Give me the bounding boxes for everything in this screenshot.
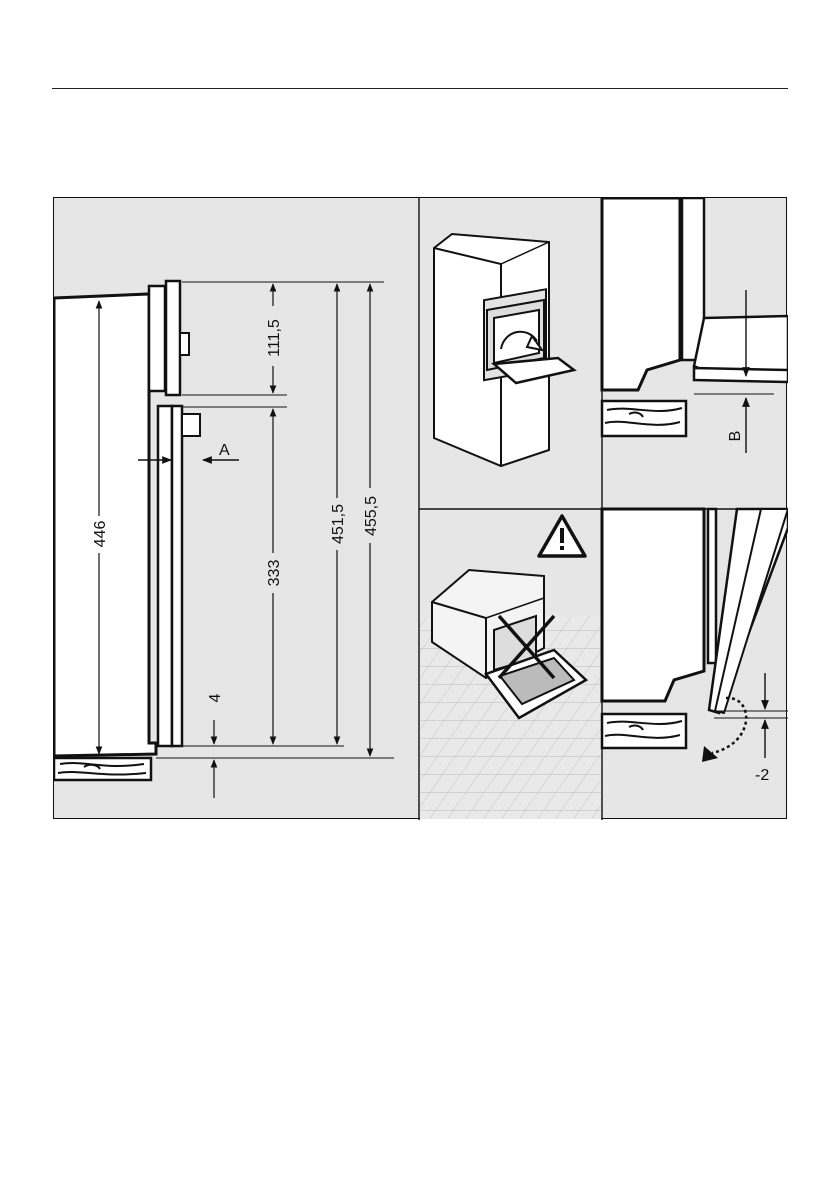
rotate-arrow-icon: [702, 746, 718, 762]
dimension-4: 4: [207, 693, 224, 702]
installation-diagram: 446 111,5 333 451,5 455,5 4 A: [53, 197, 787, 819]
dimension-minus-2: -2: [755, 767, 769, 784]
wood-floor-tilt: [602, 714, 686, 748]
header-rule: [52, 88, 788, 89]
dimension-333: 333: [266, 560, 283, 587]
diagram-svg: 446 111,5 333 451,5 455,5 4 A: [54, 198, 788, 820]
label-b: B: [727, 431, 744, 442]
tall-cabinet-illustration: [434, 234, 574, 466]
detail-b-view: B: [602, 198, 788, 453]
wood-floor-b: [602, 401, 686, 436]
warning-triangle-icon: [539, 516, 585, 556]
dimension-451-5: 451,5: [330, 504, 347, 544]
dimension-111-5: 111,5: [266, 319, 283, 357]
dimension-446: 446: [92, 521, 109, 548]
wood-floor-left: [54, 758, 151, 780]
side-section-view: [54, 281, 200, 780]
dimension-455-5: 455,5: [363, 496, 380, 536]
label-a: A: [219, 442, 230, 459]
detail-tilt-view: -2: [602, 509, 788, 784]
